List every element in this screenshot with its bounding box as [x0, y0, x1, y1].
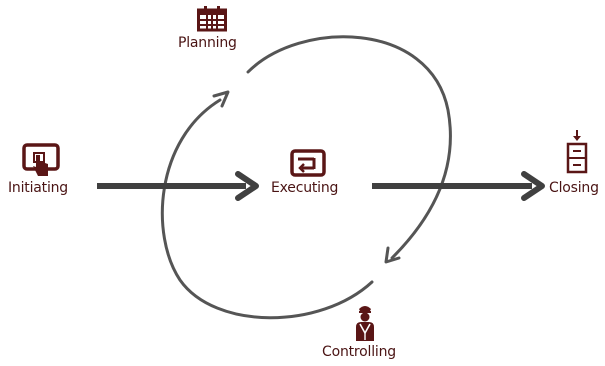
node-label-controlling: Controlling — [322, 344, 396, 360]
node-label-closing: Closing — [549, 180, 599, 196]
arrowhead-executing — [235, 171, 259, 201]
cycle-arrowhead-planning — [212, 90, 230, 108]
calendar-icon — [197, 6, 227, 32]
touch-screen-icon — [22, 143, 60, 177]
cycle-arc-bottom-left — [160, 98, 374, 320]
cycle-arc-top-right — [246, 35, 452, 260]
node-label-planning: Planning — [178, 35, 237, 51]
file-cabinet-icon — [566, 130, 588, 174]
arrowhead-closing — [521, 171, 545, 201]
officer-icon — [354, 303, 376, 341]
cycle-arrowhead-controlling — [384, 246, 401, 264]
node-label-executing: Executing — [271, 180, 339, 196]
executing-box-icon — [290, 149, 326, 177]
node-label-initiating: Initiating — [8, 180, 68, 196]
